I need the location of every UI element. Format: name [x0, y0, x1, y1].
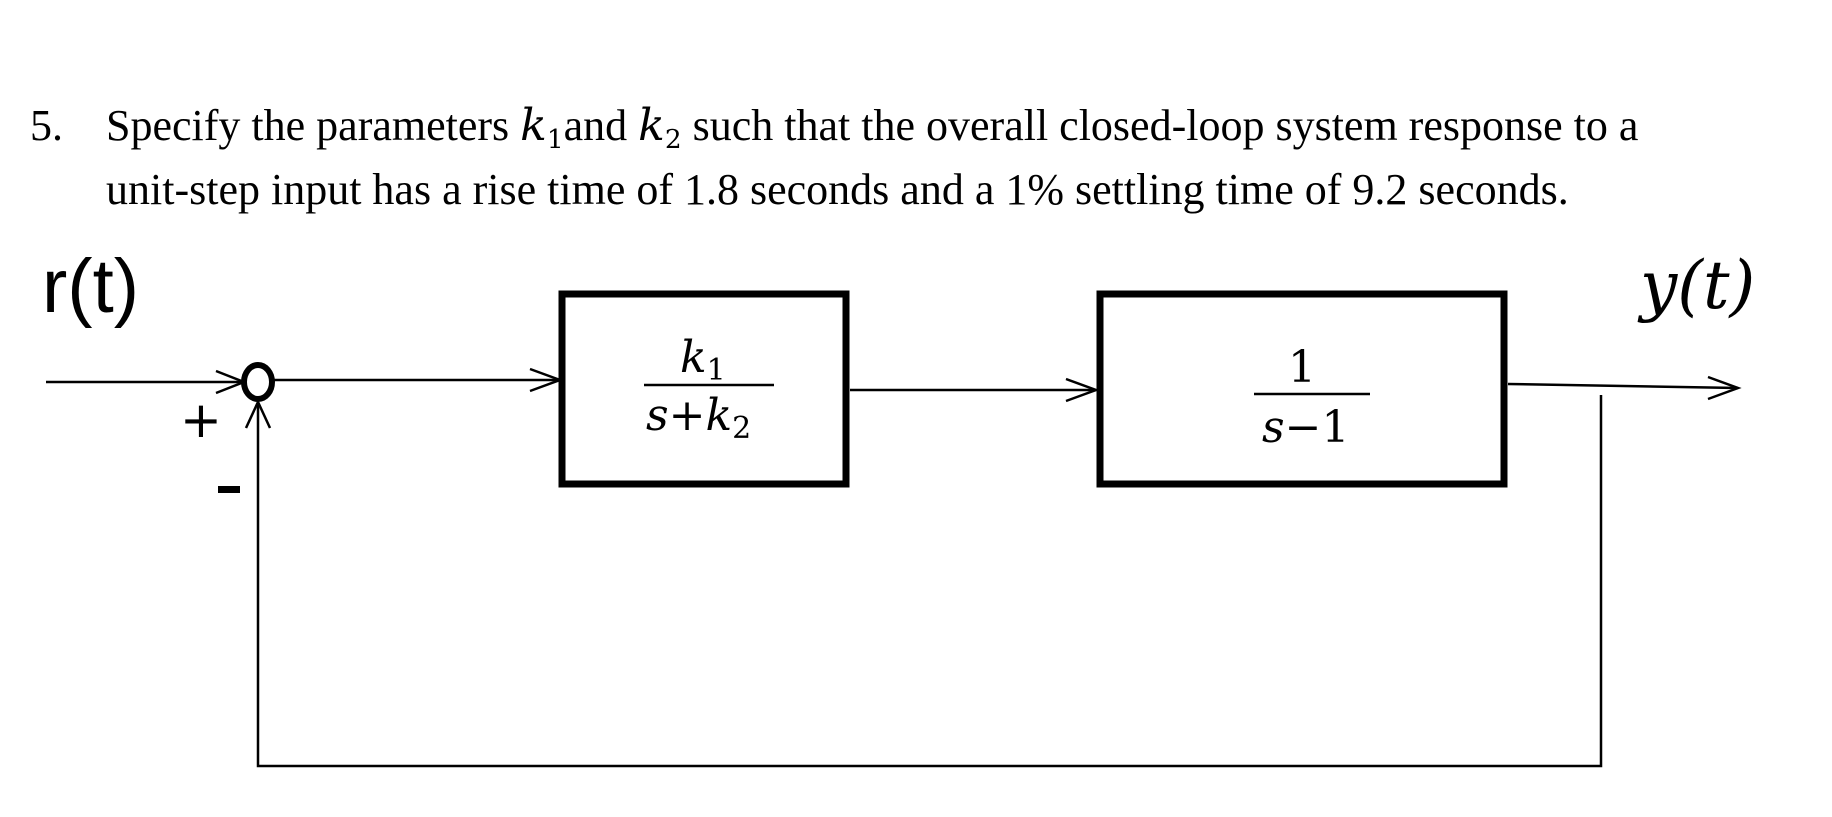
summing-minus-sign — [218, 486, 240, 493]
summing-plus-sign: + — [180, 391, 222, 449]
problem-line-2: unit-step input has a rise time of 1.8 s… — [106, 165, 1569, 214]
block2-numerator: 1 — [1288, 342, 1316, 393]
block1-numerator: k1 — [680, 332, 726, 388]
problem-number: 5. — [30, 101, 63, 150]
block1-denominator: s+k2 — [646, 390, 751, 446]
block-2-plant — [1096, 290, 1508, 488]
k2-symbol: k2 — [638, 100, 682, 155]
summing-junction — [241, 362, 275, 402]
input-label: r(t) — [42, 244, 139, 329]
block-1-controller — [558, 290, 850, 488]
k1-symbol: k1 — [520, 100, 564, 155]
line1-prefix: Specify the parameters — [106, 101, 521, 150]
block1-to-block2-arrowhead — [1065, 377, 1100, 403]
line1-suffix: such that the overall closed-loop system… — [681, 101, 1639, 150]
feedback-path — [256, 395, 1603, 768]
block2-denominator: s−1 — [1262, 402, 1349, 453]
line1-and: and — [563, 101, 639, 150]
output-line — [1507, 382, 1739, 390]
output-label: y(t) — [1637, 247, 1755, 324]
problem-line-1: Specify the parameters k1and k2 such tha… — [106, 94, 1638, 172]
output-arrowhead — [1707, 375, 1742, 401]
feedback-arrowhead — [244, 399, 272, 429]
